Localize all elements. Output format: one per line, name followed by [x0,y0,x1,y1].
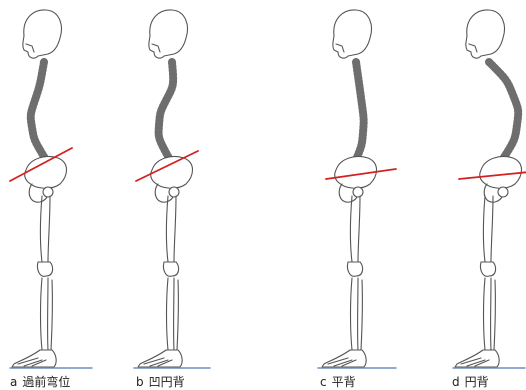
spine-c [356,62,364,160]
hip-joint-d [498,187,508,197]
caption-a: a 過前弯位 [10,373,70,390]
hip-joint-b [169,187,179,197]
ilium-b [151,157,193,189]
spine-b [159,62,174,160]
hip-joint-c [353,187,363,197]
knee-a [37,262,52,276]
foot-a [12,350,56,367]
tibia-fibula-b [167,278,179,350]
caption-b: b 凹円背 [136,373,185,390]
skeleton-a [10,10,92,368]
caption-a-label: 過前弯位 [22,375,70,389]
skull-b [149,10,188,58]
skeleton-b [134,10,210,368]
foot-c [322,350,366,367]
knee-c [347,262,362,276]
spine-a [31,62,46,160]
skull-d [466,10,505,58]
knee-b [163,262,178,276]
femur-a [41,196,51,262]
caption-d: d 円背 [452,373,489,390]
caption-c-label: 平背 [332,375,356,389]
tibia-fibula-c [351,278,363,350]
tibia-fibula-a [41,278,53,350]
caption-c-letter: c [320,375,327,389]
caption-a-letter: a [10,375,17,389]
ilium-d [480,157,522,189]
spine-d [489,62,518,162]
skeleton-d [453,10,526,368]
caption-d-letter: d [452,375,460,389]
foot-b [138,350,182,367]
femur-c [351,196,361,262]
caption-d-label: 円背 [465,375,489,389]
caption-c: c 平背 [320,373,356,390]
skull-a [23,10,62,58]
hip-joint-a [43,187,53,197]
caption-b-label: 凹円背 [149,375,185,389]
skull-c [333,10,372,58]
knee-d [480,262,495,276]
tibia-fibula-d [484,278,496,350]
skeleton-c [318,10,396,368]
foot-d [455,350,499,367]
femur-b [167,196,177,262]
caption-b-letter: b [136,375,144,389]
femur-d [484,196,494,262]
